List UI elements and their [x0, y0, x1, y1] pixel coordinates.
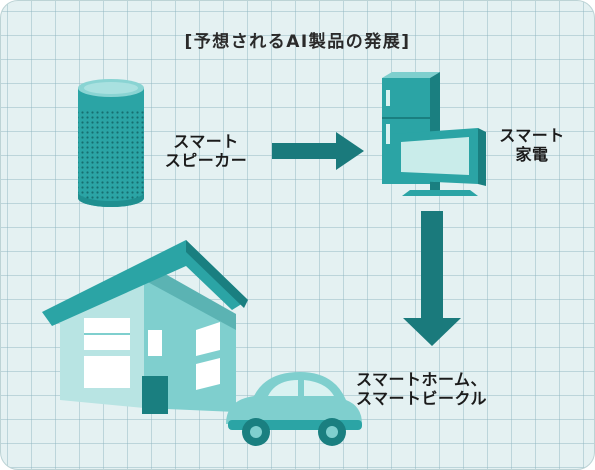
smart-appliance-label-line-1: スマート [499, 126, 565, 145]
arrow-right-icon [272, 132, 364, 170]
diagram-title: [予想されるAI製品の発展] [184, 32, 411, 52]
house-icon [42, 240, 248, 414]
smart-appliance-label: スマート 家電 [484, 126, 580, 164]
television-icon [392, 128, 486, 196]
smart-speaker-label: スマート スピーカー [150, 132, 262, 170]
arrow-down-icon [403, 211, 461, 346]
car-icon [226, 372, 362, 446]
smart-speaker-label-line-2: スピーカー [164, 151, 248, 170]
smart-home-vehicle-label: スマートホーム、 スマートビークル [356, 370, 526, 408]
smart-appliance-label-line-2: 家電 [515, 145, 549, 164]
smart-home-vehicle-label-line-1: スマートホーム、 [356, 370, 488, 389]
smart-home-vehicle-label-line-2: スマートビークル [356, 389, 488, 408]
smart-speaker-icon [78, 79, 144, 207]
smart-speaker-label-line-1: スマート [173, 132, 239, 151]
